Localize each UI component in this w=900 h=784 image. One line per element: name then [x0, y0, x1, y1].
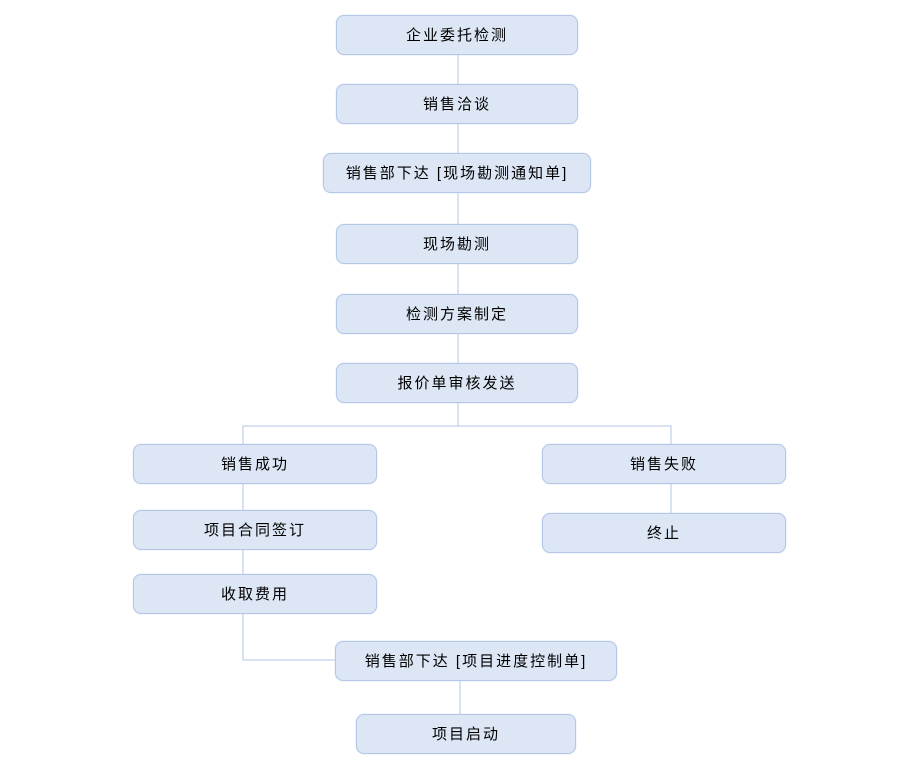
- flow-node-sales-negotiation[interactable]: 销售洽谈: [336, 84, 578, 124]
- flow-node-label: 销售成功: [220, 455, 289, 473]
- flow-node-label: 检测方案制定: [405, 305, 508, 323]
- flow-node-label: 项目合同签订: [203, 521, 306, 539]
- flow-node-fee-collection[interactable]: 收取费用: [133, 574, 377, 614]
- flow-node-label: 销售部下达 [项目进度控制单]: [364, 652, 588, 670]
- flow-node-label: 销售洽谈: [422, 95, 491, 113]
- flow-node-label: 销售失败: [629, 455, 698, 473]
- flow-node-sales-failure[interactable]: 销售失败: [542, 444, 786, 484]
- flow-node-sales-dept-issues-progress-control-sheet[interactable]: 销售部下达 [项目进度控制单]: [335, 641, 617, 681]
- flow-node-terminate[interactable]: 终止: [542, 513, 786, 553]
- edge-split-branch: [242, 425, 672, 444]
- flow-node-label: 项目启动: [431, 725, 500, 743]
- flow-node-label: 终止: [646, 524, 681, 542]
- edge-fee-to-control-sheet: [242, 614, 335, 661]
- flow-node-site-survey[interactable]: 现场勘测: [336, 224, 578, 264]
- flow-node-sales-dept-issues-site-survey-notice[interactable]: 销售部下达 [现场勘测通知单]: [323, 153, 591, 193]
- flow-node-label: 报价单审核发送: [397, 374, 517, 392]
- flow-node-label: 销售部下达 [现场勘测通知单]: [345, 164, 569, 182]
- flow-node-enterprise-entrusted-testing[interactable]: 企业委托检测: [336, 15, 578, 55]
- flow-node-sales-success[interactable]: 销售成功: [133, 444, 377, 484]
- flow-node-quotation-review-send[interactable]: 报价单审核发送: [336, 363, 578, 403]
- flow-node-label: 企业委托检测: [405, 26, 508, 44]
- flow-node-label: 现场勘测: [422, 235, 491, 253]
- flow-node-project-contract-signing[interactable]: 项目合同签订: [133, 510, 377, 550]
- flow-node-project-launch[interactable]: 项目启动: [356, 714, 576, 754]
- flow-node-testing-plan-formulation[interactable]: 检测方案制定: [336, 294, 578, 334]
- flow-node-label: 收取费用: [220, 585, 289, 603]
